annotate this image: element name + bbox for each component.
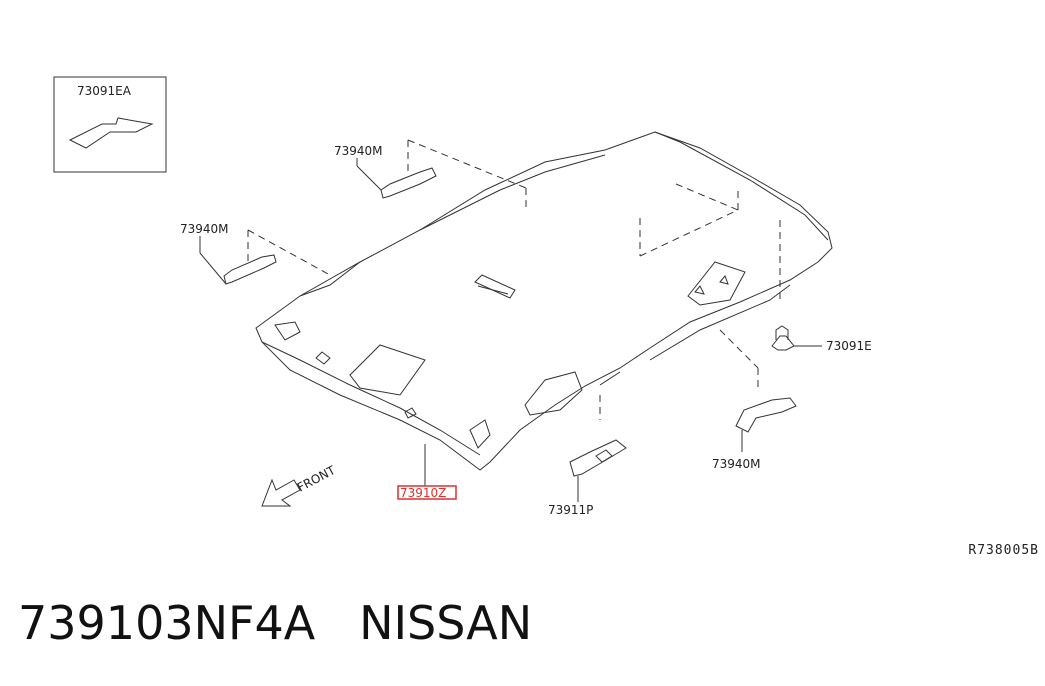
assist-grip-right bbox=[736, 398, 796, 452]
part-number: 739103NF4A bbox=[18, 596, 315, 650]
part-label-73091EA[interactable]: 73091EA bbox=[77, 84, 132, 98]
headlining-panel bbox=[256, 132, 832, 470]
clip-part bbox=[772, 326, 822, 350]
front-label: FRONT bbox=[295, 463, 338, 495]
assist-grip-front-left bbox=[200, 236, 276, 284]
part-label-73940M-right[interactable]: 73940M bbox=[712, 457, 761, 471]
front-arrow-icon bbox=[262, 480, 300, 506]
part-label-73910Z[interactable]: 73910Z bbox=[400, 486, 446, 500]
parts-diagram: 73091EA 73940M 73940M bbox=[0, 0, 1045, 590]
assist-grip-rear-left bbox=[357, 158, 436, 198]
part-label-73911P[interactable]: 73911P bbox=[548, 503, 593, 517]
part-label-73940M-front[interactable]: 73940M bbox=[180, 222, 229, 236]
reference-code: R738005B bbox=[968, 543, 1039, 558]
sun-visor-holder bbox=[570, 440, 626, 502]
part-label-73091E[interactable]: 73091E bbox=[826, 339, 872, 353]
part-label-73940M-rear[interactable]: 73940M bbox=[334, 144, 383, 158]
caption: 739103NF4A NISSAN bbox=[18, 596, 532, 650]
brand-name: NISSAN bbox=[359, 596, 532, 650]
